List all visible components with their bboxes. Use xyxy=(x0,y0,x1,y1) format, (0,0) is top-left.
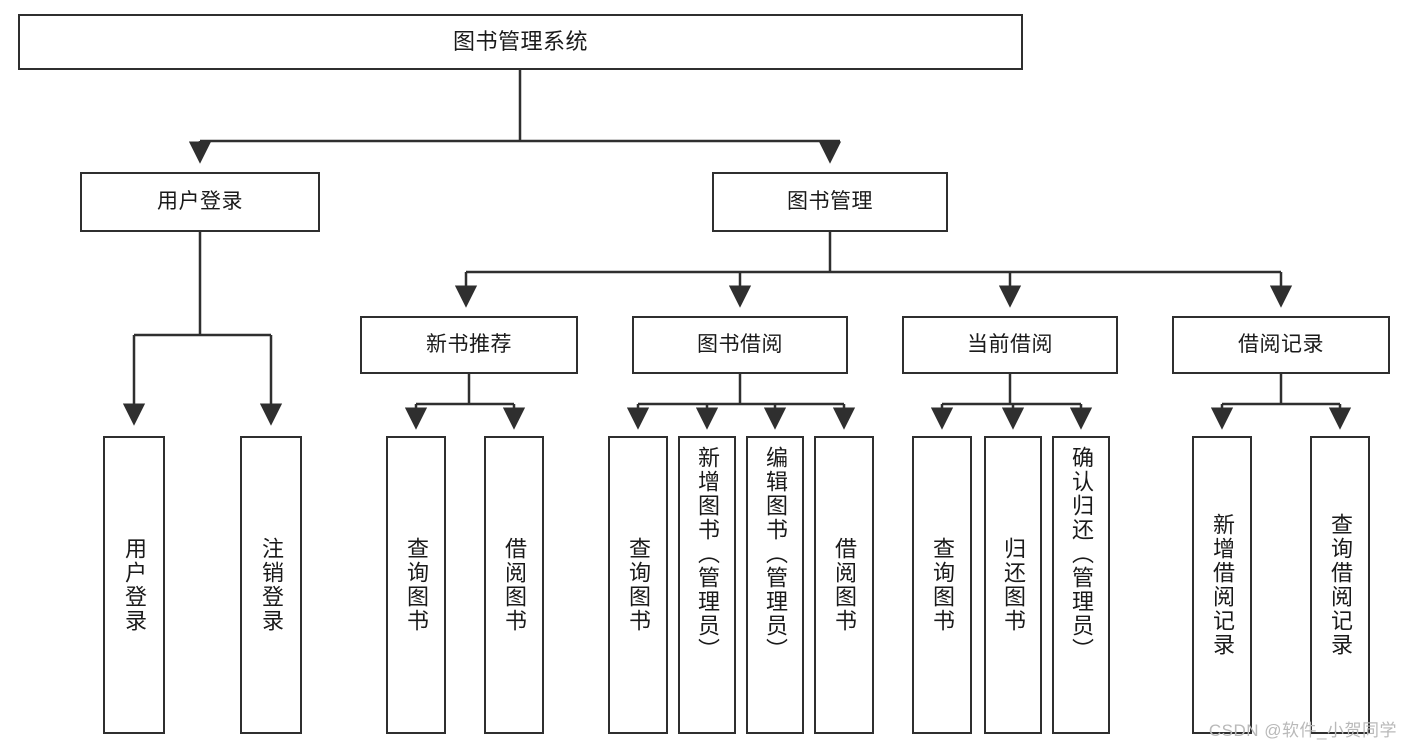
watermark-text: CSDN @软件_小贺同学 xyxy=(1208,721,1397,740)
node-new-book-recommend[interactable]: 新书推荐 xyxy=(360,316,578,374)
node-leaf-confirm-return-admin[interactable]: 确认归还（管理员） xyxy=(1052,436,1110,734)
node-current-borrow[interactable]: 当前借阅 xyxy=(902,316,1118,374)
node-label: 确认归还（管理员） xyxy=(1068,446,1094,662)
node-label: 用户登录 xyxy=(157,190,243,214)
node-book-management[interactable]: 图书管理 xyxy=(712,172,948,232)
node-label: 查询图书 xyxy=(625,537,651,633)
node-label: 当前借阅 xyxy=(967,333,1053,357)
node-leaf-edit-book-admin[interactable]: 编辑图书（管理员） xyxy=(746,436,804,734)
node-label: 图书管理系统 xyxy=(452,28,588,54)
node-leaf-borrow-book[interactable]: 借阅图书 xyxy=(814,436,874,734)
node-root-system[interactable]: 图书管理系统 xyxy=(18,14,1023,70)
node-label: 编辑图书（管理员） xyxy=(762,446,788,662)
node-label: 归还图书 xyxy=(1000,537,1026,633)
node-leaf-query-book-new[interactable]: 查询图书 xyxy=(386,436,446,734)
node-label: 查询图书 xyxy=(403,537,429,633)
node-label: 新书推荐 xyxy=(426,333,512,357)
node-leaf-query-book-current[interactable]: 查询图书 xyxy=(912,436,972,734)
node-label: 借阅图书 xyxy=(831,537,857,633)
node-label: 新增图书（管理员） xyxy=(694,446,720,662)
node-leaf-query-book-borrow[interactable]: 查询图书 xyxy=(608,436,668,734)
node-leaf-return-book[interactable]: 归还图书 xyxy=(984,436,1042,734)
node-book-borrow[interactable]: 图书借阅 xyxy=(632,316,848,374)
node-label: 注销登录 xyxy=(258,537,284,633)
node-label: 查询图书 xyxy=(929,537,955,633)
node-label: 借阅图书 xyxy=(501,537,527,633)
node-leaf-logout[interactable]: 注销登录 xyxy=(240,436,302,734)
node-leaf-add-borrow-record[interactable]: 新增借阅记录 xyxy=(1192,436,1252,734)
node-user-login[interactable]: 用户登录 xyxy=(80,172,320,232)
node-leaf-query-borrow-record[interactable]: 查询借阅记录 xyxy=(1310,436,1370,734)
node-label: 图书管理 xyxy=(787,190,873,214)
node-leaf-borrow-book-new[interactable]: 借阅图书 xyxy=(484,436,544,734)
node-borrow-record[interactable]: 借阅记录 xyxy=(1172,316,1390,374)
node-label: 用户登录 xyxy=(121,537,147,633)
node-label: 新增借阅记录 xyxy=(1209,513,1235,657)
node-label: 图书借阅 xyxy=(697,333,783,357)
node-label: 查询借阅记录 xyxy=(1327,513,1353,657)
node-leaf-add-book-admin[interactable]: 新增图书（管理员） xyxy=(678,436,736,734)
node-label: 借阅记录 xyxy=(1238,333,1324,357)
node-leaf-user-login[interactable]: 用户登录 xyxy=(103,436,165,734)
